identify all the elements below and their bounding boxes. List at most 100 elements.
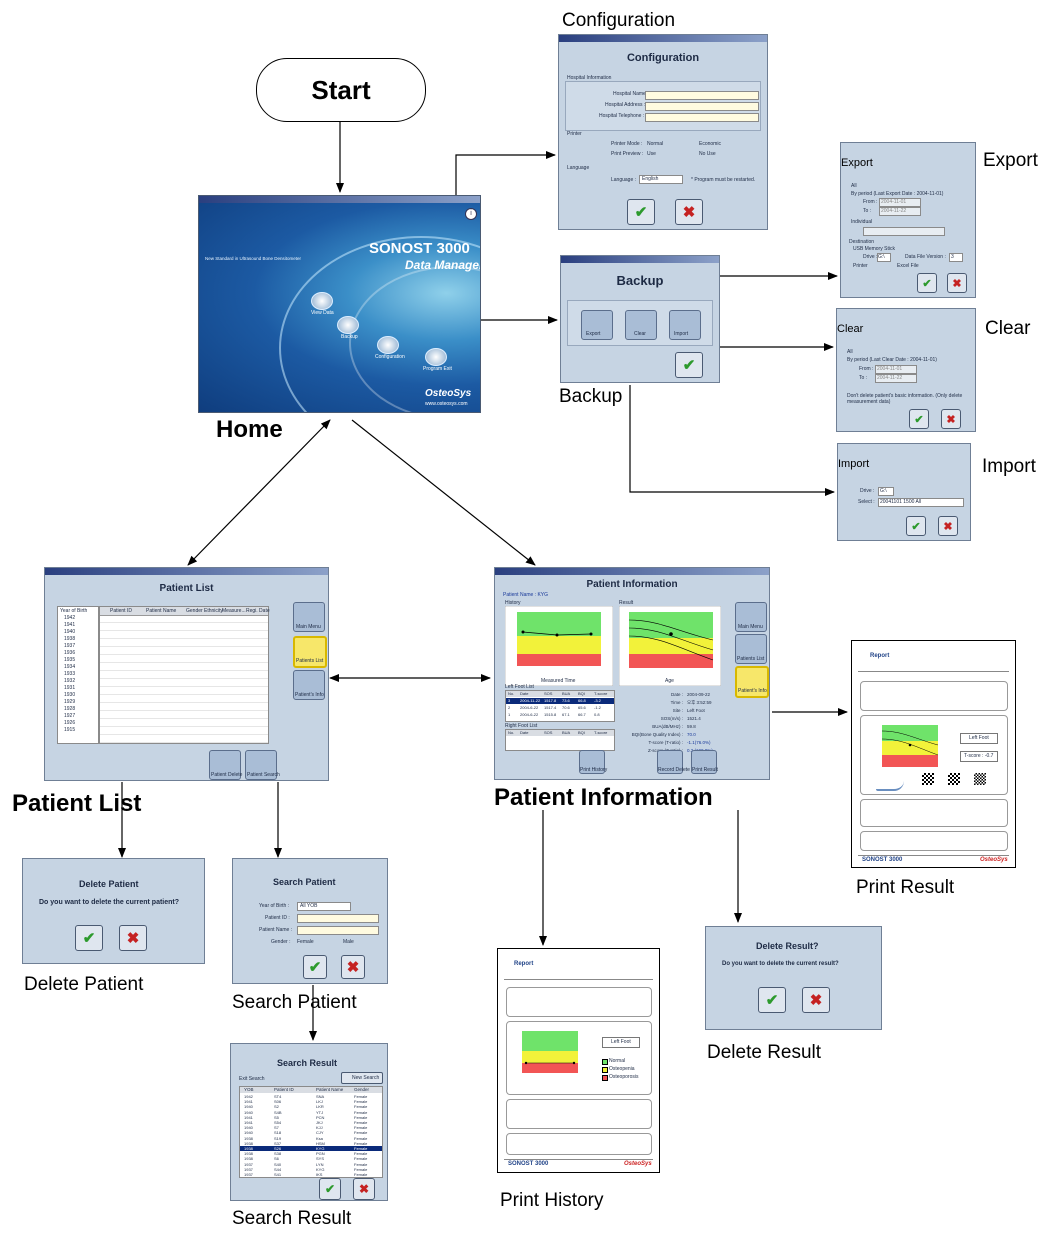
config-cancel-button[interactable]: ✖	[675, 199, 703, 225]
label-import: Import	[982, 456, 1036, 477]
print-result-button[interactable]: Print Result	[691, 750, 718, 774]
left-list-col: BUA	[562, 691, 571, 696]
patient-search-button[interactable]: Patient Search	[245, 750, 280, 780]
printer-radio[interactable]: Printer	[853, 263, 868, 269]
hospital-name-field[interactable]	[645, 91, 759, 100]
info-main-menu-button[interactable]: Main Menu	[735, 602, 767, 632]
delete-patient-question: Do you want to delete the current patien…	[39, 899, 180, 906]
export-cancel-button[interactable]: ✖	[947, 273, 967, 293]
search-result-select-button[interactable]: ✔	[319, 1178, 341, 1200]
result-field-value: 오후 3:52:59	[687, 700, 712, 705]
history-site-text: Left Foot	[611, 1039, 631, 1045]
export-ok-button[interactable]: ✔	[917, 273, 937, 293]
mode-normal-radio[interactable]: Normal	[647, 141, 664, 147]
yob-select[interactable]	[297, 902, 351, 911]
clear-period-radio[interactable]: By period (Last Clear Date : 2004-11-01)	[847, 357, 937, 363]
import-ok-button[interactable]: ✔	[906, 516, 926, 536]
clear-cancel-button[interactable]: ✖	[941, 409, 961, 429]
backup-icon[interactable]	[337, 316, 359, 334]
restart-note: * Program must be restarted.	[691, 177, 756, 183]
report-graph	[882, 725, 938, 767]
edge-home-patientlist	[187, 419, 331, 566]
export-individual-field[interactable]	[863, 227, 945, 236]
info-icon[interactable]: i	[465, 208, 477, 220]
patients-list-button[interactable]: Patients List	[293, 636, 327, 668]
hospital-telephone-field[interactable]	[645, 113, 759, 122]
preview-use-radio[interactable]: Use	[647, 151, 656, 157]
excel-file-radio[interactable]: Excel File	[897, 263, 919, 269]
patient-id-label: Patient ID :	[265, 915, 290, 921]
record-delete-button[interactable]: Record Delete	[657, 750, 690, 774]
import-cancel-button[interactable]: ✖	[938, 516, 958, 536]
history-site-box	[602, 1037, 640, 1048]
export-all-radio[interactable]: All	[851, 183, 857, 189]
delete-result-cancel-button[interactable]: ✖	[802, 987, 830, 1013]
check-icon: ✔	[911, 520, 921, 533]
configuration-icon[interactable]	[377, 336, 399, 354]
search-result-cell: Female	[354, 1140, 368, 1146]
patient-delete-button[interactable]: Patient Delete	[209, 750, 242, 780]
patient-id-input[interactable]	[297, 914, 379, 923]
clear-ok-button[interactable]: ✔	[909, 409, 929, 429]
new-search-button[interactable]: New Search	[341, 1072, 383, 1084]
patient-table[interactable]: Patient ID Patient Name Gender Ethnicity…	[99, 606, 270, 744]
search-ok-button[interactable]: ✔	[303, 955, 327, 979]
left-list-cell: 1517.8	[544, 698, 557, 703]
import-button[interactable]: Import	[669, 310, 701, 340]
selected-row-highlight	[240, 1146, 382, 1151]
clear-keep-info-checkbox[interactable]: Don't delete patient's basic information…	[847, 393, 963, 405]
delete-patient-ok-button[interactable]: ✔	[75, 925, 103, 951]
result-chart	[619, 606, 721, 686]
usb-memory-radio[interactable]: USB Memory Stick	[853, 246, 895, 252]
export-period-radio[interactable]: By period (Last Export Date : 2004-11-01…	[851, 191, 944, 197]
export-from-field[interactable]	[879, 198, 921, 207]
patients-info-button[interactable]: Patient's Info	[293, 670, 325, 700]
clear-from-field[interactable]	[875, 365, 917, 374]
config-ok-button[interactable]: ✔	[627, 199, 655, 225]
preview-no-use-radio[interactable]: No Use	[699, 151, 716, 157]
comment-box	[860, 831, 1008, 851]
print-history-button[interactable]: Print History	[579, 750, 608, 774]
import-file-select[interactable]	[878, 498, 964, 507]
backup-ok-button[interactable]: ✔	[675, 352, 703, 378]
male-radio[interactable]: Male	[343, 939, 354, 945]
export-individual-radio[interactable]: Individual	[851, 219, 873, 225]
print-history-label: Print History	[580, 767, 608, 773]
mode-economic-radio[interactable]: Economic	[699, 141, 721, 147]
patient-name-input[interactable]	[297, 926, 379, 935]
home-brand: OsteoSys	[425, 388, 472, 399]
search-result-col: Gender	[354, 1087, 370, 1092]
info-patients-info-button[interactable]: Patient's Info	[735, 666, 769, 698]
clear-button[interactable]: Clear	[625, 310, 657, 340]
search-result-cell: 1941	[244, 1099, 253, 1105]
export-to-field[interactable]	[879, 207, 921, 216]
language-select[interactable]	[639, 175, 683, 184]
search-result-cancel-button[interactable]: ✖	[353, 1178, 375, 1200]
program-exit-icon[interactable]	[425, 348, 447, 366]
clear-to-field[interactable]	[875, 374, 917, 383]
edge-home-patientinfo	[351, 419, 536, 566]
import-drive-select[interactable]	[878, 487, 894, 496]
clear-all-radio[interactable]: All	[847, 349, 853, 355]
delete-result-ok-button[interactable]: ✔	[758, 987, 786, 1013]
cross-icon: ✖	[952, 277, 962, 290]
view-data-icon[interactable]	[311, 292, 333, 310]
info-patients-list-button[interactable]: Patients List	[735, 634, 767, 664]
export-drive-select[interactable]	[877, 253, 891, 262]
view-data-label: View Data	[311, 310, 334, 316]
female-radio[interactable]: Female	[297, 939, 314, 945]
history-report-footer: SONOST 3000	[508, 1161, 549, 1167]
hospital-address-field[interactable]	[645, 102, 759, 111]
search-result-cell: PGN	[316, 1151, 325, 1157]
delete-patient-cancel-button[interactable]: ✖	[119, 925, 147, 951]
export-button[interactable]: Export	[581, 310, 613, 340]
version-select[interactable]	[949, 253, 963, 262]
search-cancel-button[interactable]: ✖	[341, 955, 365, 979]
tscore-box-text: T-score : -0.7	[964, 753, 994, 759]
main-menu-button[interactable]: Main Menu	[293, 602, 325, 632]
delete-result-title: Delete Result?	[756, 941, 819, 951]
